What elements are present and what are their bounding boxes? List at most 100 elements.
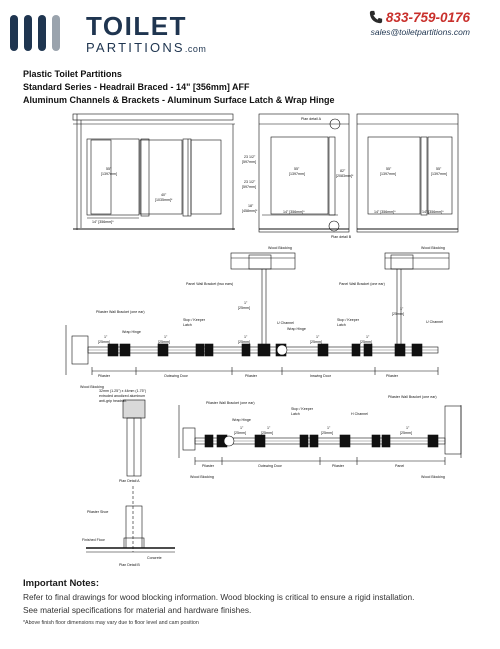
callout-label: Wrap Hinge (232, 418, 251, 422)
doc-subtitle: Standard Series - Headrail Braced - 14" … (23, 82, 250, 92)
notes-heading: Important Notes: (23, 578, 99, 589)
dim-label: [25mm] (238, 306, 250, 310)
dim-label: 55" (386, 167, 392, 171)
callout-label: Wood Blocking (421, 246, 445, 250)
callout-label: Pilaster Wall Bracket (one ear) (96, 310, 145, 314)
callout-label: Pilaster (245, 374, 258, 378)
callout-label: Pilaster (202, 464, 215, 468)
dim-label: [25mm] (261, 431, 273, 435)
brand-subname: PARTITIONS.com (86, 40, 207, 55)
callout-label: U Channel (277, 321, 294, 325)
callout-label: Panel Wall Bracket (one ear) (339, 282, 385, 286)
callout-label: Panel (395, 464, 404, 468)
sales-email[interactable]: sales@toiletpartitions.com (370, 27, 470, 37)
phone-number[interactable]: 833-759-0176 (369, 10, 470, 25)
dim-label: [25mm] (158, 340, 170, 344)
dim-label: [1035mm]* (155, 198, 173, 202)
callout-label: Wood Blocking (80, 385, 104, 389)
dim-label: 1" (104, 335, 108, 339)
callout-label: H Channel (351, 412, 368, 416)
doc-subtitle-2: Aluminum Channels & Brackets - Aluminum … (23, 95, 335, 105)
callout-label: Wood Blocking (421, 475, 445, 479)
note-label: 32mm (1.25") x 44mm (1.75") (99, 389, 146, 393)
callout-label: Stop / Keeper (183, 318, 206, 322)
dim-label: 1" (400, 307, 404, 311)
dim-label: 55" (106, 167, 112, 171)
callout-label: Wrap Hinge (122, 330, 141, 334)
note-label: extruded anodized aluminum (99, 394, 145, 398)
dim-label: [25mm] (98, 340, 110, 344)
callout-label: Pilaster (98, 374, 111, 378)
headrail-detail (86, 399, 175, 553)
callout-label: Plan Detail B (119, 563, 140, 567)
plan-one-labels: Wood Blocking Wood Blocking Panel Wall B… (80, 246, 445, 389)
dim-label: [25mm] (234, 431, 246, 435)
plan-one (65, 252, 450, 375)
dim-label: 23 1/2" (244, 155, 256, 159)
callout-label: U Channel (426, 320, 443, 324)
dim-label: [597mm] (242, 160, 256, 164)
callout-label: Pilaster Wall Bracket (one ear) (388, 395, 437, 399)
dim-label: 55" (294, 167, 300, 171)
dim-label: 1" (316, 335, 320, 339)
dim-label: [1397mm] (101, 172, 117, 176)
dim-label: 1" (240, 426, 244, 430)
callout-label: Pilaster (332, 464, 345, 468)
callout-label: Latch (337, 323, 346, 327)
footnote: *Above finish floor dimensions may vary … (23, 620, 199, 626)
doc-title: Plastic Toilet Partitions (23, 69, 122, 79)
dim-label: [597mm] (242, 185, 256, 189)
elevation-left (72, 113, 235, 230)
dim-label: 82" (340, 169, 346, 173)
dim-label: [25mm] (310, 340, 322, 344)
callout-label: Latch (291, 412, 300, 416)
callout-label: Wood Blocking (268, 246, 292, 250)
note-line: See material specifications for material… (23, 605, 252, 615)
callout-label: Outswing Door (258, 464, 283, 468)
callout-label: Stop / Keeper (337, 318, 360, 322)
dim-label: [25mm] (360, 340, 372, 344)
dim-label: 1" (244, 335, 248, 339)
dim-label: 55" (436, 167, 442, 171)
dim-label: 1" (267, 426, 271, 430)
note-label: anti-grip headrail. (99, 399, 127, 403)
callout-label: Wrap Hinge (287, 327, 306, 331)
callout-label: Pilaster Wall Bracket (one ear) (206, 401, 255, 405)
callout-label: Inswing Door (310, 374, 332, 378)
dim-label: [25mm] (400, 431, 412, 435)
dim-label: 1" (164, 335, 168, 339)
elevation-right-dims: 55" [1397mm] 55" [1397mm] 14" [356mm]* 1… (374, 167, 447, 214)
dim-label: [2083mm]* (336, 174, 354, 178)
dim-label: 1" (327, 426, 331, 430)
callout-label: Pilaster Shoe (87, 510, 108, 514)
dim-label: 23 1/2" (244, 180, 256, 184)
dim-label: 14" [356mm]* (283, 210, 305, 214)
elevation-middle-dims: Plan detail A Plan detail B 23 1/2" [597… (242, 117, 354, 239)
plan-two (178, 405, 462, 465)
brand-name: TOILET (86, 11, 187, 41)
callout-label: Panel Wall Bracket (two ears) (186, 282, 233, 286)
plan-detail-b-label: Plan detail B (331, 235, 352, 239)
callout-label: Pilaster (386, 374, 399, 378)
dim-label: [1397mm] (431, 172, 447, 176)
dim-label: [1397mm] (380, 172, 396, 176)
callout-label: Wood Blocking (190, 475, 214, 479)
dim-label: 1" (366, 335, 370, 339)
dim-label: [1397mm] (289, 172, 305, 176)
brand-logo-icon (10, 15, 60, 51)
plan-two-labels: Pilaster Wall Bracket (one ear) Pilaster… (190, 395, 445, 479)
elevation-left-dims: 55" [1397mm] 40" [1035mm]* 14" [356mm]* (92, 167, 173, 224)
phone-icon (369, 10, 383, 24)
dim-label: 18" (248, 204, 254, 208)
dim-label: [25mm] (238, 340, 250, 344)
elevation-right (356, 113, 459, 233)
callout-label: Outswing Door (164, 374, 189, 378)
callout-label: Finished Floor (82, 538, 106, 542)
callout-label: Concrete (147, 556, 162, 560)
callout-label: Latch (183, 323, 192, 327)
elevation-middle (258, 113, 350, 233)
dim-label: 1" (244, 301, 248, 305)
dim-label: [25mm] (392, 312, 404, 316)
dim-label: [458mm]* (242, 209, 258, 213)
